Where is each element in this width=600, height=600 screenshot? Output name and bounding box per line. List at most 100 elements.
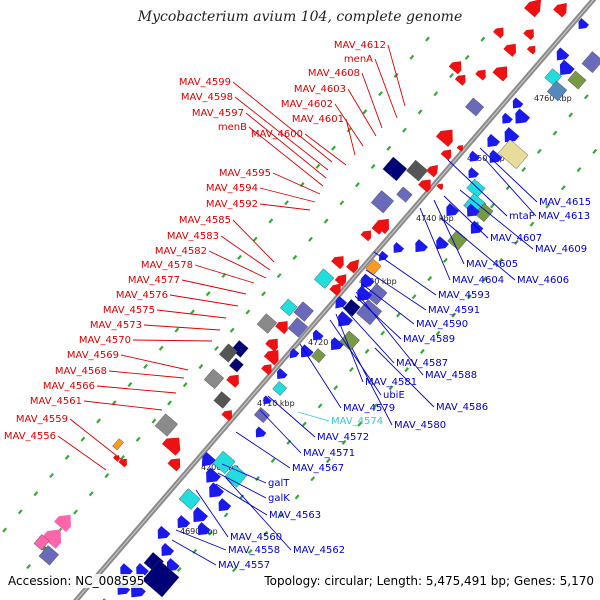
reverse-gene — [289, 348, 300, 359]
left-gene-label[interactable]: menB — [218, 122, 247, 133]
reverse-gene — [330, 337, 344, 351]
right-gene-label[interactable]: MAV_4604 — [452, 275, 504, 286]
left-gene-label[interactable]: MAV_4595 — [219, 168, 271, 179]
left-gene-label[interactable]: MAV_4570 — [79, 335, 131, 346]
left-gene-label[interactable]: menA — [344, 54, 373, 65]
right-gene-label[interactable]: MAV_4589 — [403, 334, 455, 345]
right-gene-label[interactable]: mtaP — [509, 211, 535, 222]
tick-dot — [378, 91, 383, 97]
reverse-gene — [567, 70, 587, 90]
left-gene-label[interactable]: MAV_4603 — [294, 84, 346, 95]
left-gene-label[interactable]: MAV_4582 — [155, 246, 207, 257]
right-gene-label[interactable]: MAV_4563 — [269, 510, 321, 521]
forward-gene — [279, 298, 298, 317]
leader-line — [248, 126, 324, 187]
forward-gene — [167, 458, 181, 472]
left-gene-label[interactable]: MAV_4578 — [141, 260, 193, 271]
right-gene-label[interactable]: galT — [268, 478, 290, 489]
reverse-gene — [474, 203, 494, 223]
left-gene-label[interactable]: MAV_4600 — [251, 129, 303, 140]
right-gene-label[interactable]: MAV_4586 — [436, 402, 488, 413]
left-gene-label[interactable]: MAV_4592 — [206, 199, 258, 210]
left-gene-label[interactable]: MAV_4602 — [281, 99, 333, 110]
reverse-gene — [120, 563, 133, 577]
tick-dot — [521, 166, 527, 173]
tick-dot — [279, 512, 284, 518]
right-gene-label[interactable]: MAV_4562 — [293, 545, 345, 556]
right-gene-label[interactable]: MAV_4579 — [343, 403, 395, 414]
left-gene-label[interactable]: MAV_4594 — [206, 183, 258, 194]
tick-dot — [373, 403, 378, 409]
left-gene-label[interactable]: MAV_4583 — [167, 231, 219, 242]
right-gene-label[interactable]: MAV_4615 — [539, 197, 591, 208]
right-gene-label[interactable]: MAV_4560 — [230, 532, 282, 543]
right-gene-label[interactable]: MAV_4557 — [218, 560, 270, 571]
left-gene-label[interactable]: MAV_4576 — [116, 290, 168, 301]
reverse-gene — [446, 203, 459, 217]
right-gene-label[interactable]: MAV_4571 — [303, 448, 355, 459]
reverse-gene — [312, 329, 324, 341]
reverse-gene — [311, 348, 326, 363]
right-gene-label[interactable]: MAV_4606 — [517, 275, 569, 286]
right-gene-label[interactable]: MAV_4590 — [416, 319, 468, 330]
leader-line — [361, 72, 383, 129]
right-gene-label[interactable]: MAV_4574 — [331, 416, 383, 427]
left-gene-label[interactable]: MAV_4601 — [292, 114, 344, 125]
tick-dot — [451, 312, 457, 318]
scale-label: 4750 kbp — [467, 154, 505, 163]
tick-dot — [237, 254, 242, 260]
scale-label: 4740 kbp — [416, 214, 454, 223]
leader-line — [208, 250, 267, 279]
right-gene-label[interactable]: MAV_4580 — [394, 420, 446, 431]
right-gene-label[interactable]: MAV_4605 — [466, 259, 518, 270]
left-gene-label[interactable]: MAV_4599 — [179, 77, 231, 88]
right-gene-label[interactable]: MAV_4588 — [425, 370, 477, 381]
left-gene-label[interactable]: MAV_4569 — [67, 350, 119, 361]
left-gene-label[interactable]: MAV_4559 — [16, 414, 68, 425]
left-gene-label[interactable]: MAV_4561 — [30, 396, 82, 407]
left-gene-label[interactable]: MAV_4577 — [128, 275, 180, 286]
tick-dot — [355, 182, 360, 188]
left-gene-label[interactable]: MAV_4608 — [308, 68, 360, 79]
right-gene-label[interactable]: ubiE — [383, 390, 405, 401]
right-gene-label[interactable]: MAV_4558 — [228, 545, 280, 556]
left-gene-label[interactable]: MAV_4575 — [103, 305, 155, 316]
tick-dot — [41, 545, 47, 551]
left-gene-label[interactable]: MAV_4566 — [43, 381, 95, 392]
right-gene-label[interactable]: MAV_4572 — [317, 432, 369, 443]
tick-dot — [96, 418, 101, 424]
left-gene-label[interactable]: MAV_4568 — [55, 366, 107, 377]
tick-dot — [205, 291, 211, 297]
reverse-gene — [497, 139, 529, 170]
reverse-gene — [224, 464, 248, 488]
right-gene-label[interactable]: MAV_4567 — [292, 463, 344, 474]
reverse-gene — [466, 178, 486, 198]
leader-line — [267, 395, 316, 438]
left-gene-label[interactable]: MAV_4573 — [90, 320, 142, 331]
leader-line — [329, 319, 382, 396]
right-gene-label[interactable]: MAV_4591 — [428, 305, 480, 316]
left-gene-label[interactable]: MAV_4556 — [4, 431, 56, 442]
leader-line — [459, 189, 534, 250]
left-gene-label[interactable]: MAV_4585 — [179, 215, 231, 226]
tick-dot — [2, 527, 7, 533]
scale-label: 4710 kbp — [257, 399, 295, 408]
leader-line — [156, 309, 227, 319]
left-gene-label[interactable]: MAV_4612 — [334, 40, 386, 51]
tick-dot — [270, 457, 276, 463]
forward-gene — [313, 268, 335, 289]
right-gene-label[interactable]: MAV_4607 — [490, 233, 542, 244]
right-gene-label[interactable]: MAV_4587 — [396, 358, 448, 369]
left-gene-label[interactable]: MAV_4597 — [192, 108, 244, 119]
right-gene-label[interactable]: MAV_4609 — [535, 244, 587, 255]
right-gene-label[interactable]: galK — [268, 493, 290, 504]
right-gene-label[interactable]: MAV_4593 — [438, 290, 490, 301]
right-gene-label[interactable]: MAV_4613 — [538, 211, 590, 222]
left-gene-label[interactable]: MAV_4598 — [181, 92, 233, 103]
tick-dot — [49, 472, 54, 479]
forward-gene — [456, 145, 463, 152]
leader-line — [355, 291, 424, 376]
right-gene-label[interactable]: MAV_4581 — [365, 377, 417, 388]
reverse-gene — [253, 407, 271, 424]
backbone-layer — [73, 0, 597, 600]
